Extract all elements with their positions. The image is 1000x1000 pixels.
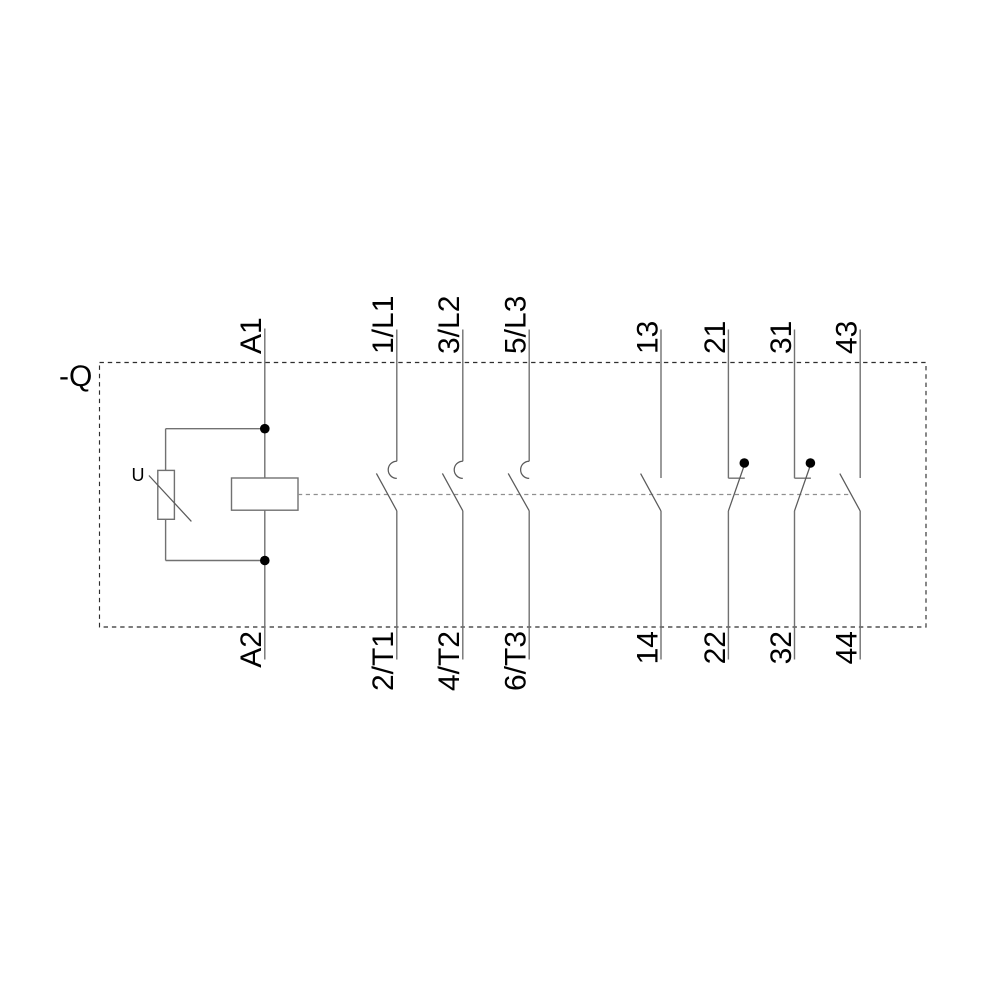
svg-text:2/T1: 2/T1: [367, 631, 400, 691]
svg-text:1/L1: 1/L1: [367, 296, 400, 354]
svg-text:3/L2: 3/L2: [433, 296, 466, 354]
svg-text:43: 43: [831, 321, 864, 354]
svg-text:13: 13: [632, 321, 665, 354]
svg-text:14: 14: [632, 631, 665, 664]
svg-text:-Q: -Q: [59, 360, 92, 393]
svg-text:A1: A1: [235, 317, 268, 354]
svg-text:31: 31: [765, 321, 798, 354]
svg-text:5/L3: 5/L3: [500, 296, 533, 354]
svg-text:32: 32: [765, 631, 798, 664]
svg-text:22: 22: [699, 631, 732, 664]
svg-text:U: U: [132, 465, 145, 485]
svg-text:21: 21: [699, 321, 732, 354]
svg-text:44: 44: [831, 631, 864, 664]
svg-text:4/T2: 4/T2: [433, 631, 466, 691]
svg-text:6/T3: 6/T3: [500, 631, 533, 691]
svg-text:A2: A2: [235, 631, 268, 668]
